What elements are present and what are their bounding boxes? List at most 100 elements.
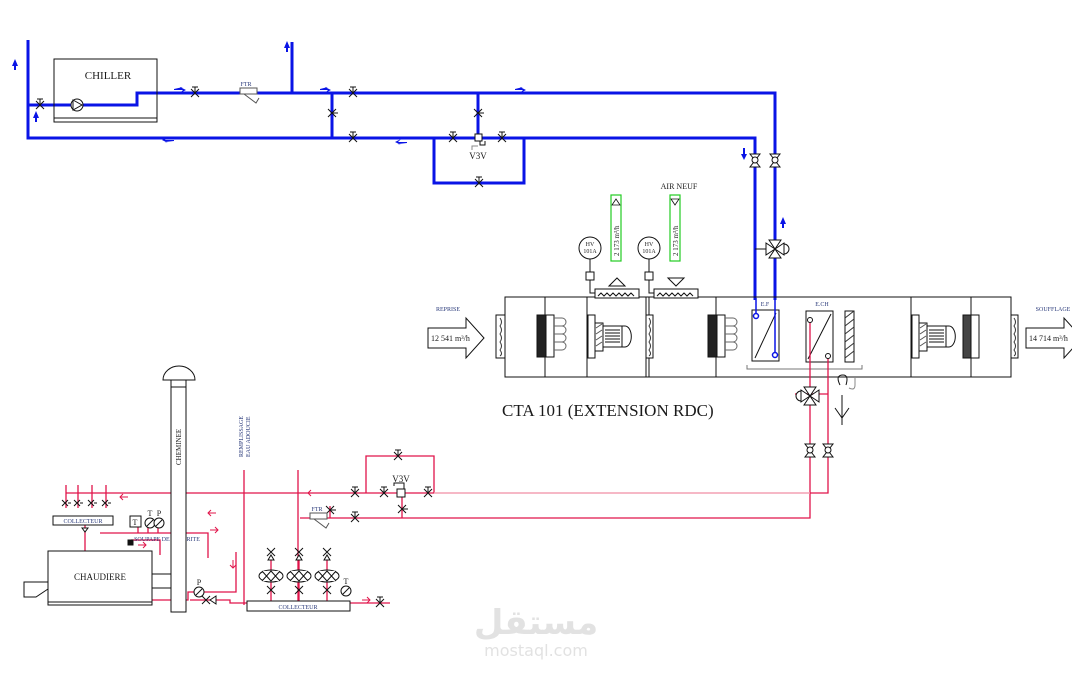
collector-bottom: COLLECTEUR: [246, 600, 351, 612]
pressure-gauge-label: P: [157, 509, 162, 518]
hw-supply-line: [300, 493, 811, 519]
hw-v3v-loop: [365, 455, 435, 493]
temp-gauge-label: T: [148, 509, 153, 518]
chw-v3v-label: V3V: [469, 151, 487, 161]
safety-valve-icon: [127, 539, 134, 546]
fill-label-1: REMPLISSAGE: [239, 416, 245, 457]
valve-icon: [348, 131, 358, 143]
valve-icon: [379, 486, 389, 498]
arrow-left-icon: [307, 489, 316, 497]
valve-icon: [375, 596, 385, 608]
chw-three-way-valve: V3V: [469, 133, 487, 161]
drain-tray: [746, 365, 863, 370]
supply-flexible-connector: [1010, 314, 1019, 359]
ahu-components: E.F E.CH: [495, 302, 1019, 370]
chw-return-pipe: [26, 40, 757, 300]
chw-flow-arrows: [12, 41, 786, 228]
damper-actuator-2: [637, 236, 661, 260]
arrow-down-icon: [741, 148, 747, 160]
valve-icon: [350, 486, 360, 498]
arrow-right-icon: [320, 87, 331, 93]
boiler: [23, 539, 172, 606]
watermark-latin: mostaql.com: [484, 641, 588, 660]
valve-icon: [201, 595, 217, 605]
valve-icon: [497, 131, 507, 143]
chiller-box: [53, 58, 158, 123]
chiller-label: CHILLER: [85, 70, 132, 82]
balancing-valve-icon: [748, 153, 762, 168]
valve-icon: [473, 108, 484, 118]
actuator-2-tag-top: HV: [645, 242, 654, 248]
arrow-right-icon: [174, 87, 186, 93]
arrow-left-icon: [119, 493, 128, 501]
arrow-up-icon: [33, 111, 39, 122]
chilled-water-circuit: [26, 40, 777, 300]
airflow-in-icon: [607, 277, 627, 287]
cooling-coil-label: E.F: [761, 302, 770, 308]
valve-icon: [73, 499, 83, 507]
pressure-label: P: [197, 578, 202, 587]
valve-icon: [190, 86, 200, 98]
heating-coil-label: E.CH: [815, 302, 829, 308]
supply-air-arrow: [1025, 316, 1072, 360]
diagram-title: CTA 101 (EXTENSION RDC): [502, 401, 714, 420]
drain-siphon: [834, 374, 850, 425]
supply-air-label: SOUFFLAGE: [1036, 307, 1071, 313]
arrow-down-icon: [229, 560, 237, 569]
gauges: [129, 515, 352, 598]
return-fan: [587, 314, 632, 359]
return-air-arrow: [427, 316, 485, 360]
thermostat-box: [129, 515, 142, 528]
valve-icon: [61, 499, 71, 507]
hw-three-way-valve: V3V: [392, 474, 410, 498]
hw-valves-ahu: [795, 374, 856, 458]
fresh-air-flow-1: 2 173 m³/h: [613, 225, 621, 256]
valve-icon: [397, 504, 408, 514]
chiller: CHILLER: [53, 58, 158, 123]
motorized-three-way-valve-icon: [755, 239, 790, 259]
collector-top: COLLECTEUR: [52, 515, 114, 526]
balancing-valve-icon: [821, 443, 835, 458]
valve-icon: [35, 98, 45, 110]
valve-icon: [474, 176, 484, 188]
supply-fan: [911, 314, 956, 359]
thermostat-label: T: [133, 518, 138, 527]
hw-v3v-label: V3V: [392, 474, 410, 484]
hw-flow-arrows: [119, 489, 371, 604]
valve-icon: [393, 449, 403, 461]
valve-icon: [348, 86, 358, 98]
return-flexible-connector: [495, 314, 506, 359]
chimney: [162, 365, 196, 613]
burner: [23, 581, 49, 598]
fresh-air-section: [578, 236, 699, 299]
mixing-damper: [645, 314, 654, 359]
balancing-valve-icon: [768, 153, 782, 168]
chw-filter-label: FTR: [240, 82, 251, 88]
chimney-label: CHEMINEE: [175, 429, 183, 465]
actuator-2-tag-bottom: 101A: [642, 249, 656, 255]
supply-air-flow: 14 714 m³/h: [1029, 334, 1068, 343]
hw-filter: FTR: [309, 507, 330, 529]
arrow-left-icon: [207, 509, 216, 517]
fresh-air-label: AIR NEUF: [661, 182, 698, 191]
valve-icon: [101, 499, 111, 507]
motorized-three-way-valve-icon: [795, 386, 820, 406]
collector-top-label: COLLECTEUR: [64, 519, 103, 525]
arrow-right-icon: [138, 541, 147, 549]
bag-filter-2: [707, 314, 738, 358]
boiler-box: [47, 550, 153, 606]
hw-coil-supply-link: [810, 355, 829, 494]
chw-balancing-valves: [748, 153, 790, 259]
return-air-flow: 12 541 m³/h: [431, 334, 470, 343]
arrow-right-icon: [515, 87, 526, 93]
actuator-1-tag-bottom: 101A: [583, 249, 597, 255]
actuator-1-tag-top: HV: [586, 242, 595, 248]
hw-valves: [61, 449, 433, 608]
final-filter: [962, 314, 980, 359]
fresh-air-flow-2: 2 173 m³/h: [672, 225, 680, 256]
airflow-out-icon: [666, 277, 686, 287]
arrow-up-icon: [12, 59, 18, 70]
flow-box-2: [669, 194, 681, 262]
watermark-arabic: مستقل: [474, 603, 598, 643]
